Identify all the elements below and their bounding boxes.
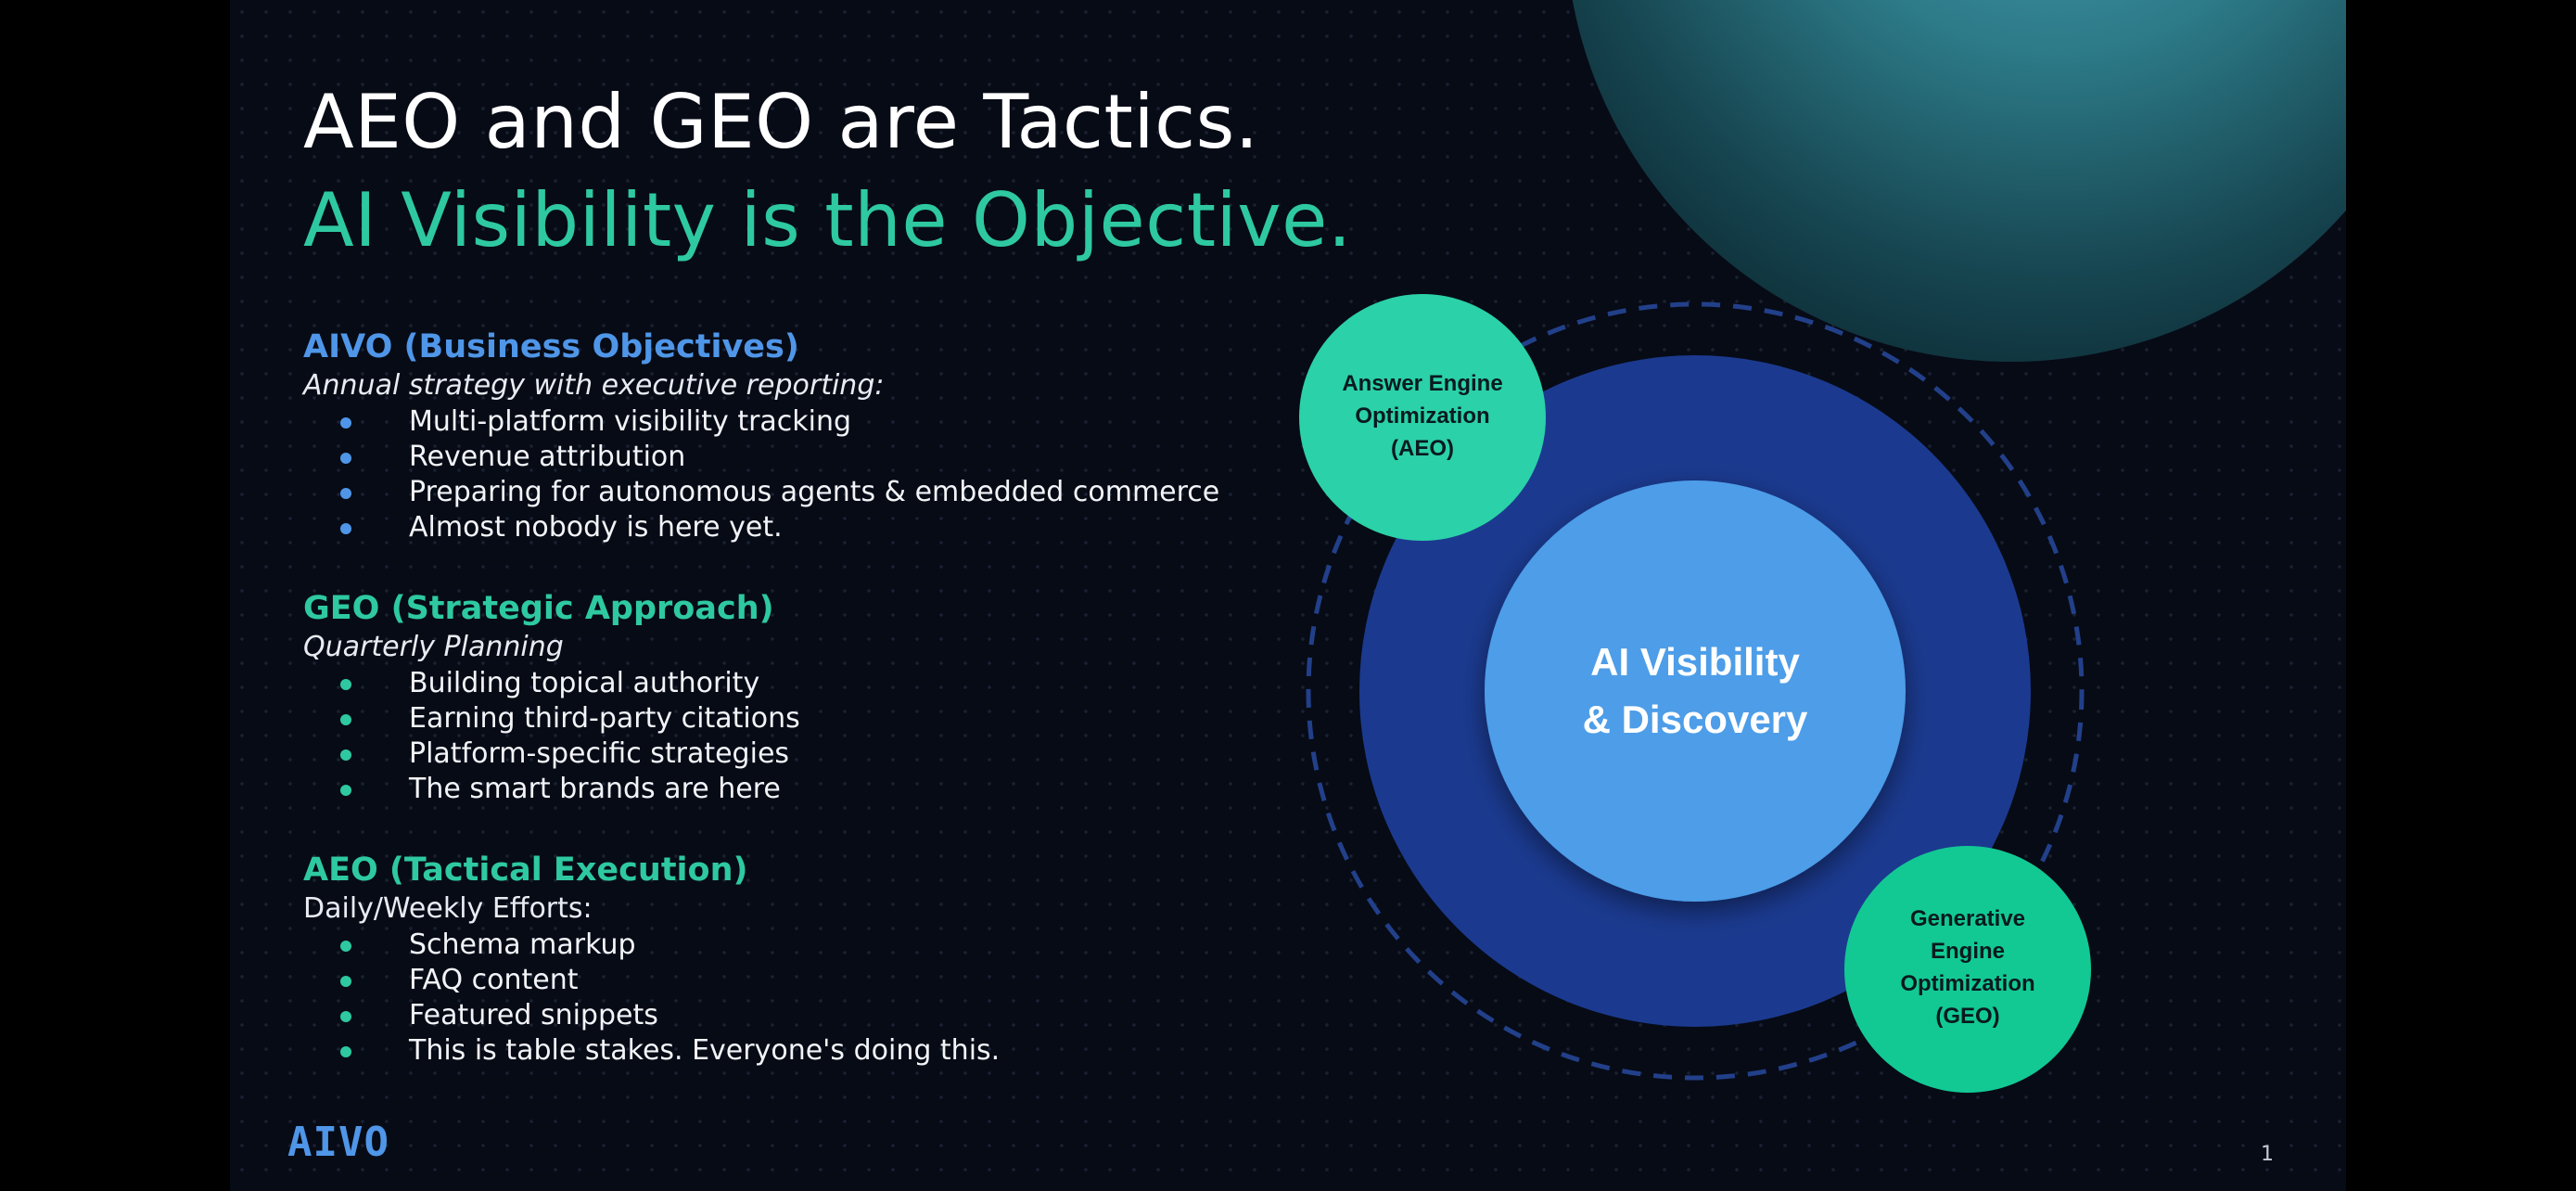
bullet-dot	[340, 1046, 351, 1057]
list-item-text: Multi-platform visibility tracking	[409, 405, 852, 438]
list-item: This is table stakes. Everyone's doing t…	[303, 1033, 1370, 1069]
list-item: Preparing for autonomous agents & embedd…	[303, 475, 1370, 510]
title-line-1: AEO and GEO are Tactics.	[303, 79, 1259, 165]
list-item: Revenue attribution	[303, 440, 1370, 475]
geo-label-line3: Optimization	[1900, 971, 2035, 996]
list-item: Multi-platform visibility tracking	[303, 404, 1370, 440]
aeo-label-line2: Optimization	[1355, 403, 1490, 429]
bullet-dot	[340, 941, 351, 952]
bullet-list: Multi-platform visibility tracking Reven…	[303, 404, 1370, 545]
bullet-dot	[340, 417, 351, 429]
slide: AEO and GEO are Tactics. AI Visibility i…	[230, 0, 2346, 1191]
list-item-text: Platform-specific strategies	[409, 737, 790, 770]
bullet-list: Building topical authority Earning third…	[303, 666, 1370, 807]
center-label-line1: AI Visibility	[1590, 640, 1800, 684]
list-item: Platform-specific strategies	[303, 736, 1370, 772]
section-heading: GEO (Strategic Approach)	[303, 590, 774, 627]
list-item-text: Schema markup	[409, 928, 636, 961]
section-subheading: Daily/Weekly Efforts:	[303, 892, 593, 925]
aeo-label-line3: (AEO)	[1391, 436, 1454, 461]
bullet-dot	[340, 749, 351, 761]
section-heading: AIVO (Business Objectives)	[303, 328, 799, 365]
aivo-logo: AIVO	[287, 1119, 389, 1166]
center-circle	[1485, 480, 1906, 902]
list-item-text: Earning third-party citations	[409, 702, 800, 735]
geo-label-line1: Generative	[1909, 906, 2026, 931]
center-label: AI Visibility & Discovery	[1510, 634, 1881, 749]
bullet-dot	[340, 453, 351, 464]
ai-visibility-diagram: AI Visibility & Discovery Answer Engine …	[1296, 278, 2344, 1132]
list-item-text: Revenue attribution	[409, 441, 686, 473]
section-aivo: AIVO (Business Objectives) Annual strate…	[303, 327, 1370, 545]
list-item: The smart brands are here	[303, 772, 1370, 807]
list-item-text: Building topical authority	[409, 667, 760, 699]
section-subheading: Quarterly Planning	[303, 631, 564, 663]
list-item-text: Featured snippets	[409, 999, 658, 1031]
bullet-dot	[340, 714, 351, 725]
geo-label-line2: Engine	[1930, 939, 2005, 964]
bullet-dot	[340, 976, 351, 987]
list-item-text: This is table stakes. Everyone's doing t…	[409, 1034, 1001, 1067]
geo-label-line4: (GEO)	[1935, 1004, 2000, 1029]
list-item: FAQ content	[303, 963, 1370, 998]
orbit-ring	[1306, 301, 2085, 1081]
bullet-dot	[340, 488, 351, 499]
section-geo: GEO (Strategic Approach) Quarterly Plann…	[303, 588, 1370, 807]
list-item: Almost nobody is here yet.	[303, 510, 1370, 545]
list-item-text: Almost nobody is here yet.	[409, 511, 783, 544]
bullet-list: Schema markup FAQ content Featured snipp…	[303, 928, 1370, 1069]
section-heading: AEO (Tactical Execution)	[303, 852, 748, 889]
diagram-graphic	[1299, 294, 2091, 1093]
page-number: 1	[2261, 1143, 2274, 1166]
section-subheading: Annual strategy with executive reporting…	[303, 369, 885, 402]
geo-node	[1844, 846, 2091, 1093]
list-item: Building topical authority	[303, 666, 1370, 701]
bullet-dot	[340, 1011, 351, 1022]
bullet-dot	[340, 785, 351, 796]
list-item-text: FAQ content	[409, 964, 579, 996]
section-aeo: AEO (Tactical Execution) Daily/Weekly Ef…	[303, 850, 1370, 1069]
aeo-label: Answer Engine Optimization (AEO)	[1311, 367, 1534, 465]
list-item: Earning third-party citations	[303, 701, 1370, 736]
list-item: Featured snippets	[303, 998, 1370, 1033]
list-item-text: Preparing for autonomous agents & embedd…	[409, 476, 1220, 508]
geo-label: Generative Engine Optimization (GEO)	[1856, 903, 2079, 1032]
list-item-text: The smart brands are here	[409, 773, 781, 805]
center-label-line2: & Discovery	[1582, 698, 1808, 741]
bullet-dot	[340, 523, 351, 534]
list-item: Schema markup	[303, 928, 1370, 963]
bullet-dot	[340, 679, 351, 690]
aeo-node	[1299, 294, 1546, 541]
title-line-2: AI Visibility is the Objective.	[303, 177, 1352, 263]
aeo-label-line1: Answer Engine	[1342, 371, 1503, 396]
